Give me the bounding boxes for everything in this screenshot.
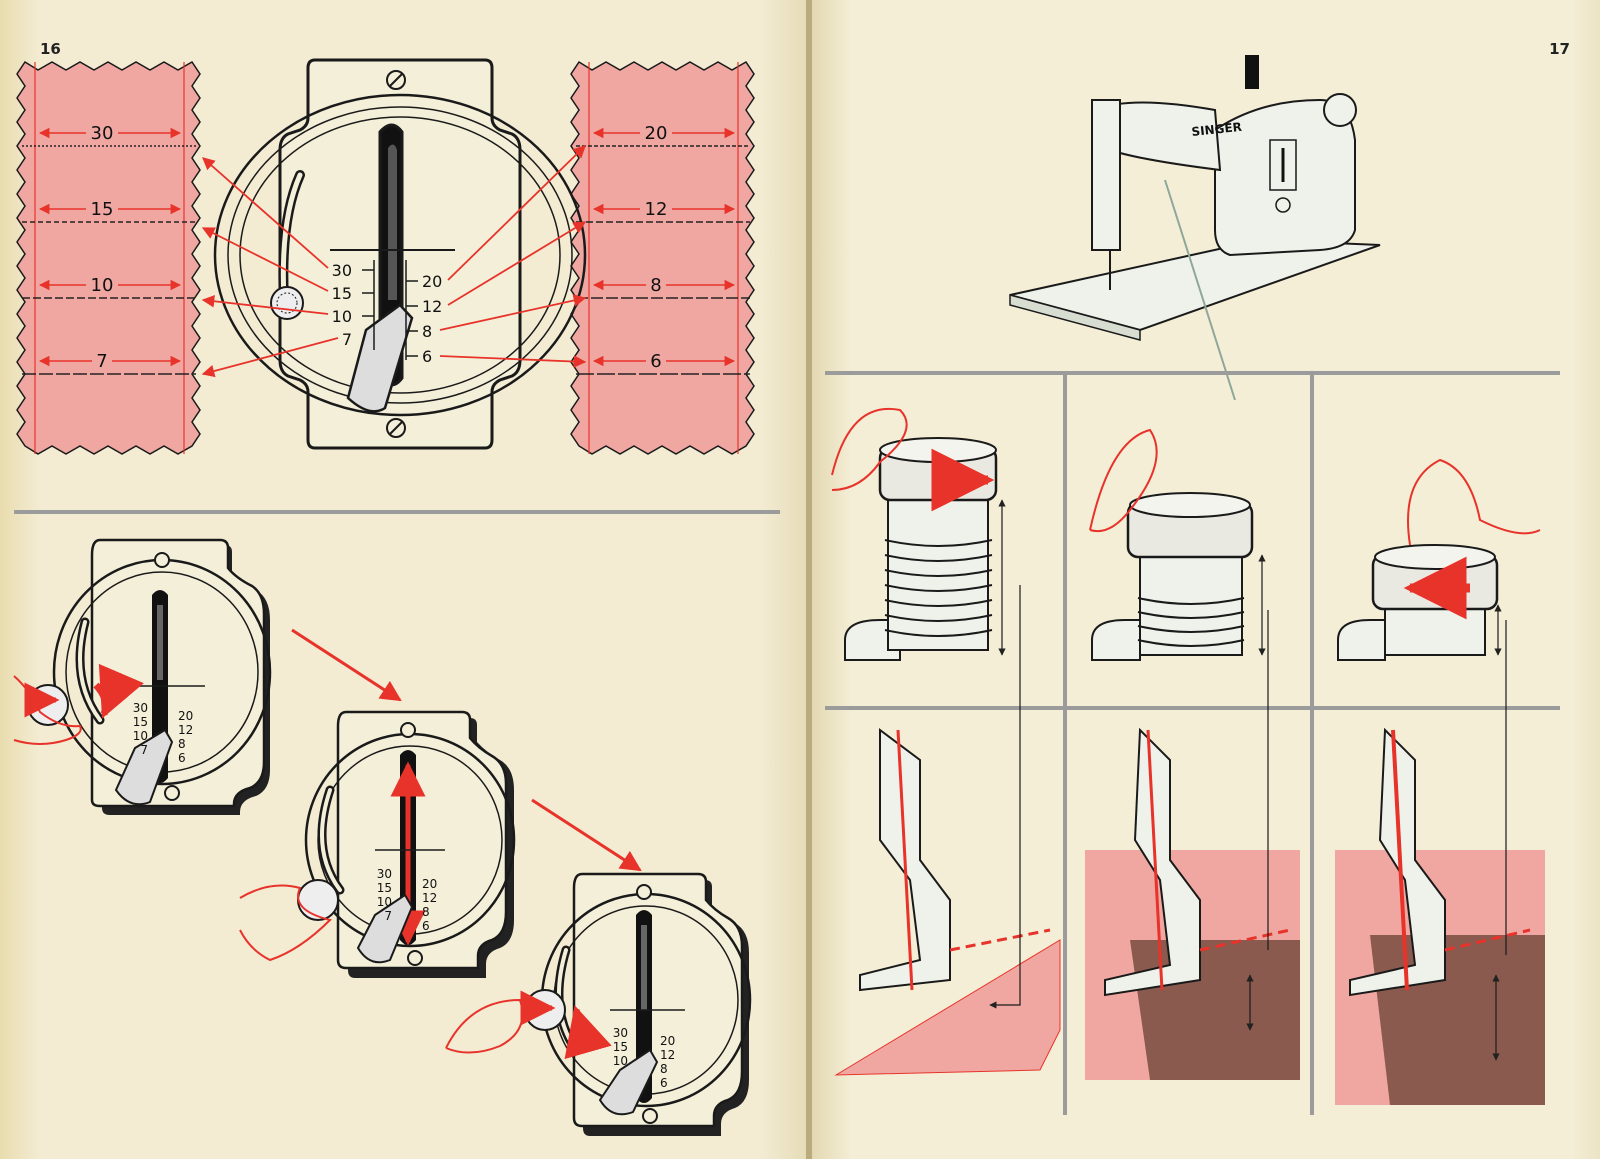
swatch-left-label-3: 10 — [91, 275, 114, 296]
dial-step1-right-6: 6 — [178, 751, 186, 765]
swatch-right-label-4: 6 — [650, 351, 661, 372]
stitch-swatch-left: 30 15 10 7 — [16, 60, 201, 455]
sewing-machine-illustration: SINGER — [1009, 55, 1381, 401]
dial-large-right-8: 8 — [422, 322, 432, 341]
dial-step2-right-6: 6 — [422, 919, 430, 933]
dial-step3-left-30: 30 — [613, 1026, 628, 1040]
stitch-regulator-dial-step-3: 30 15 10 20 12 8 6 — [445, 872, 752, 1136]
dial-step2-left-7: 7 — [384, 909, 392, 923]
stitch-regulator-dial-step-1: 30 15 10 7 20 12 8 6 — [13, 538, 272, 815]
dial-step1-left-10: 10 — [133, 729, 148, 743]
dial-large-left-15: 15 — [332, 284, 352, 303]
dial-step3-right-8: 8 — [660, 1062, 668, 1076]
dial-step3-left-15: 15 — [613, 1040, 628, 1054]
dial-step1-left-30: 30 — [133, 701, 148, 715]
dial-step1-right-8: 8 — [178, 737, 186, 751]
page-number-left: 16 — [40, 40, 61, 58]
pressure-regulator-panel-1 — [831, 407, 1061, 1076]
dial-large-left-10: 10 — [332, 307, 352, 326]
machine-brand-label: SINGER — [1191, 120, 1243, 139]
dial-step2-right-8: 8 — [422, 905, 430, 919]
dial-step1-left-15: 15 — [133, 715, 148, 729]
dial-large-left-30: 30 — [332, 261, 352, 280]
dial-step2-right-12: 12 — [422, 891, 437, 905]
dial-step2-right-20: 20 — [422, 877, 437, 891]
page-number-right: 17 — [1549, 40, 1570, 58]
dial-step1-right-20: 20 — [178, 709, 193, 723]
swatch-left-label-4: 7 — [96, 351, 107, 372]
dial-step3-right-20: 20 — [660, 1034, 675, 1048]
swatch-left-label-2: 15 — [91, 199, 114, 220]
dial-step3-right-6: 6 — [660, 1076, 668, 1090]
dial-large-left-7: 7 — [342, 330, 352, 349]
dial-step3-left-10: 10 — [613, 1054, 628, 1068]
dial-step2-left-10: 10 — [377, 895, 392, 909]
stitch-regulator-dial-large: 30 15 10 7 20 12 8 6 — [201, 58, 587, 450]
book-gutter — [806, 0, 812, 1159]
dial-step2-left-30: 30 — [377, 867, 392, 881]
swatch-right-label-3: 8 — [650, 275, 661, 296]
dial-step3-right-12: 12 — [660, 1048, 675, 1062]
swatch-right-label-2: 12 — [645, 199, 668, 220]
stitch-swatch-right: 20 12 8 6 — [570, 60, 755, 455]
dial-step1-right-12: 12 — [178, 723, 193, 737]
stitch-regulator-dial-step-2: 30 15 10 7 20 12 8 6 — [239, 710, 516, 978]
dial-large-right-20: 20 — [422, 272, 442, 291]
pressure-regulator-panel-2 — [1085, 428, 1300, 1080]
swatch-right-label-1: 20 — [645, 123, 668, 144]
dial-step2-left-15: 15 — [377, 881, 392, 895]
swatch-left-label-1: 30 — [91, 123, 114, 144]
dial-large-right-6: 6 — [422, 347, 432, 366]
dial-step1-left-7: 7 — [140, 743, 148, 757]
pressure-regulator-panel-3 — [1335, 458, 1545, 1105]
dial-large-right-12: 12 — [422, 297, 442, 316]
